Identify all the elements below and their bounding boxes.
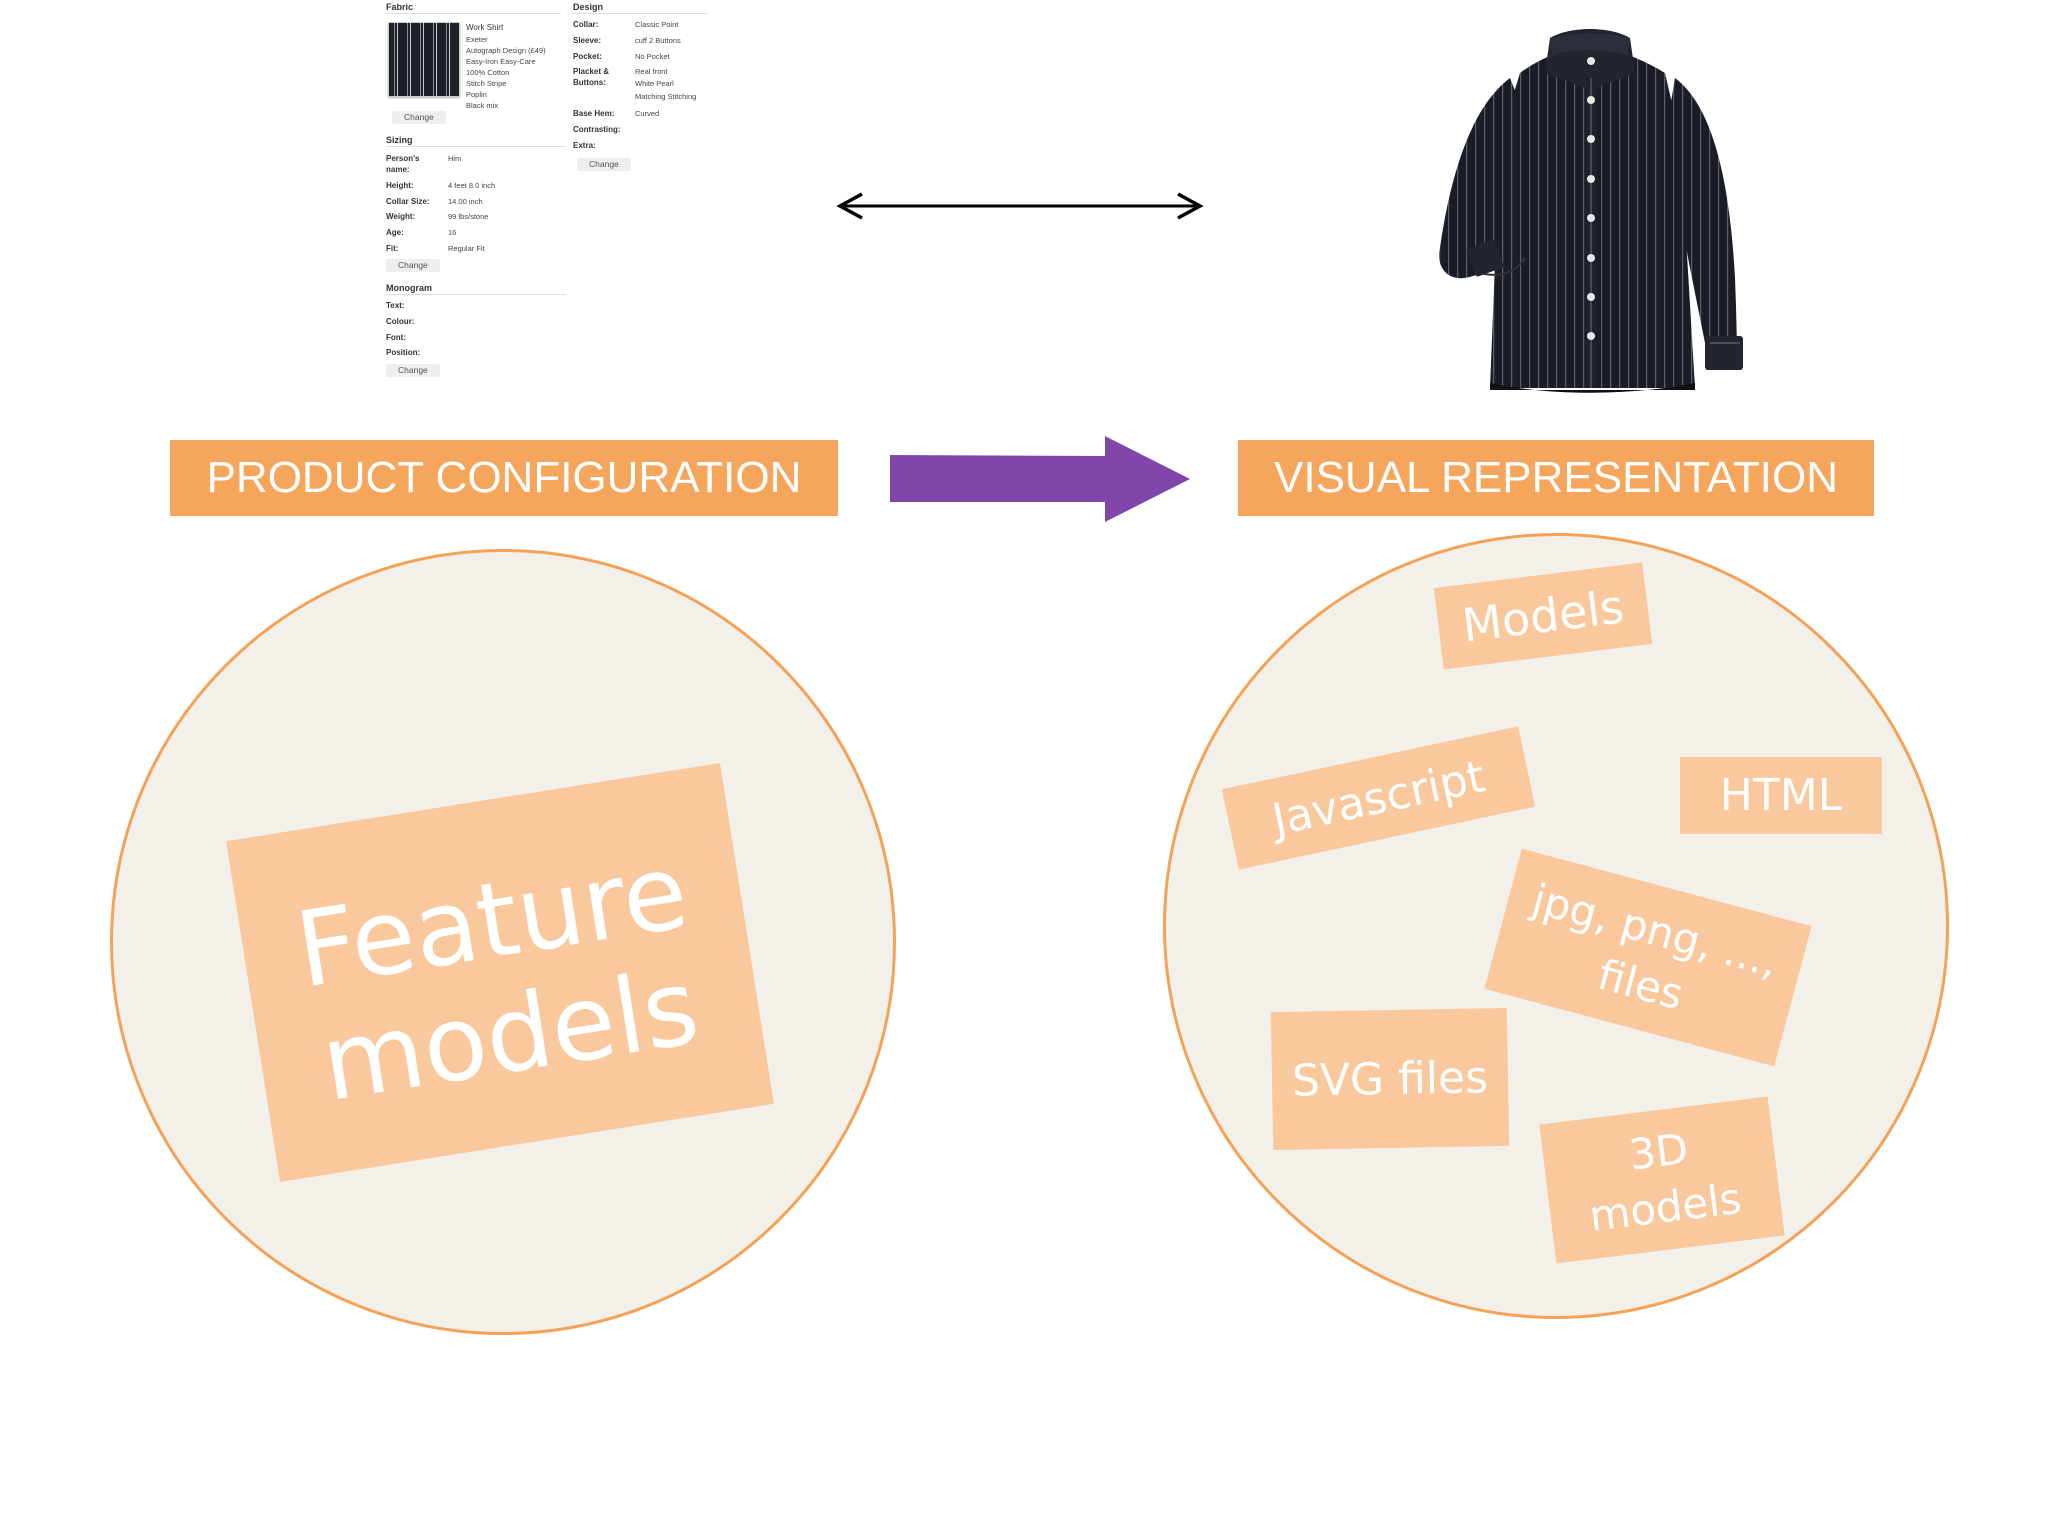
sizing-label: Weight:	[386, 212, 416, 221]
design-value: Curved	[635, 109, 660, 118]
monogram-label: Colour:	[386, 317, 415, 326]
design-value: cuff 2 Buttons	[635, 36, 681, 45]
sizing-value: 99 lbs/stone	[448, 212, 489, 221]
design-label: Extra:	[573, 141, 596, 150]
sizing-label: name:	[386, 165, 410, 174]
fabric-detail: Easy-Iron Easy-Care	[466, 57, 536, 66]
monogram-section-title: Monogram	[386, 283, 432, 293]
sizing-value: Him	[448, 154, 462, 163]
sizing-value: Regular Fit	[448, 244, 485, 253]
design-label: Pocket:	[573, 52, 602, 61]
fabric-detail: 100% Cotton	[466, 68, 510, 77]
monogram-label: Font:	[386, 333, 406, 342]
svg-files-tag: SVG files	[1270, 1007, 1510, 1151]
3d-models-tag: 3D models	[1539, 1096, 1785, 1264]
fabric-swatch	[388, 22, 460, 97]
fabric-section-title: Fabric	[386, 2, 414, 12]
shirt-icon	[1439, 29, 1743, 393]
monogram-label: Position:	[386, 348, 421, 357]
sizing-value: 14.00 inch	[448, 197, 483, 206]
sizing-change-button[interactable]: Change	[386, 259, 440, 272]
fabric-change-button[interactable]: Change	[392, 111, 446, 124]
design-section-title: Design	[573, 2, 604, 12]
right-arrow-icon	[890, 436, 1190, 522]
design-value: White Pearl	[635, 79, 674, 88]
sizing-label: Collar Size:	[386, 197, 430, 206]
sizing-label: Height:	[386, 181, 414, 190]
design-divider	[573, 13, 708, 14]
design-label: Base Hem:	[573, 109, 615, 118]
design-value: No Pocket	[635, 52, 670, 61]
sizing-value: 4 feet 8.0 inch	[448, 181, 496, 190]
monogram-change-button[interactable]: Change	[386, 364, 440, 377]
design-label: Buttons:	[573, 78, 606, 87]
design-label: Collar:	[573, 20, 599, 29]
sizing-divider	[386, 146, 566, 147]
design-label: Sleeve:	[573, 36, 602, 45]
fabric-detail: Stitch Stripe	[466, 79, 507, 88]
fabric-detail: Autograph Design (£49)	[466, 46, 546, 55]
fabric-divider	[386, 13, 561, 14]
monogram-label: Text:	[386, 301, 405, 310]
sizing-label: Person's	[386, 154, 420, 163]
design-change-button[interactable]: Change	[577, 158, 631, 171]
sizing-value: 16	[448, 228, 457, 237]
visual-representation-label: VISUAL REPRESENTATION	[1238, 440, 1874, 516]
double-headed-arrow-icon	[836, 192, 1204, 220]
fabric-detail: Black mix	[466, 101, 499, 110]
product-configuration-label: PRODUCT CONFIGURATION	[170, 440, 838, 516]
design-label: Placket &	[573, 67, 610, 76]
design-value: Classic Point	[635, 20, 679, 29]
monogram-divider	[386, 294, 566, 295]
sizing-label: Age:	[386, 228, 404, 237]
design-value: Real front	[635, 67, 668, 76]
fabric-detail: Poplin	[466, 90, 487, 99]
html-tag: HTML	[1680, 757, 1882, 834]
design-value: Matching Stitching	[635, 92, 697, 101]
sizing-section-title: Sizing	[386, 135, 413, 145]
fabric-detail: Exeter	[466, 35, 488, 44]
design-label: Contrasting:	[573, 125, 621, 134]
fabric-name: Work Shirt	[466, 23, 504, 32]
configuration-panel: Fabric Work Shirt Exeter Autograph Desig…	[0, 0, 720, 380]
sizing-label: Fit:	[386, 244, 399, 253]
